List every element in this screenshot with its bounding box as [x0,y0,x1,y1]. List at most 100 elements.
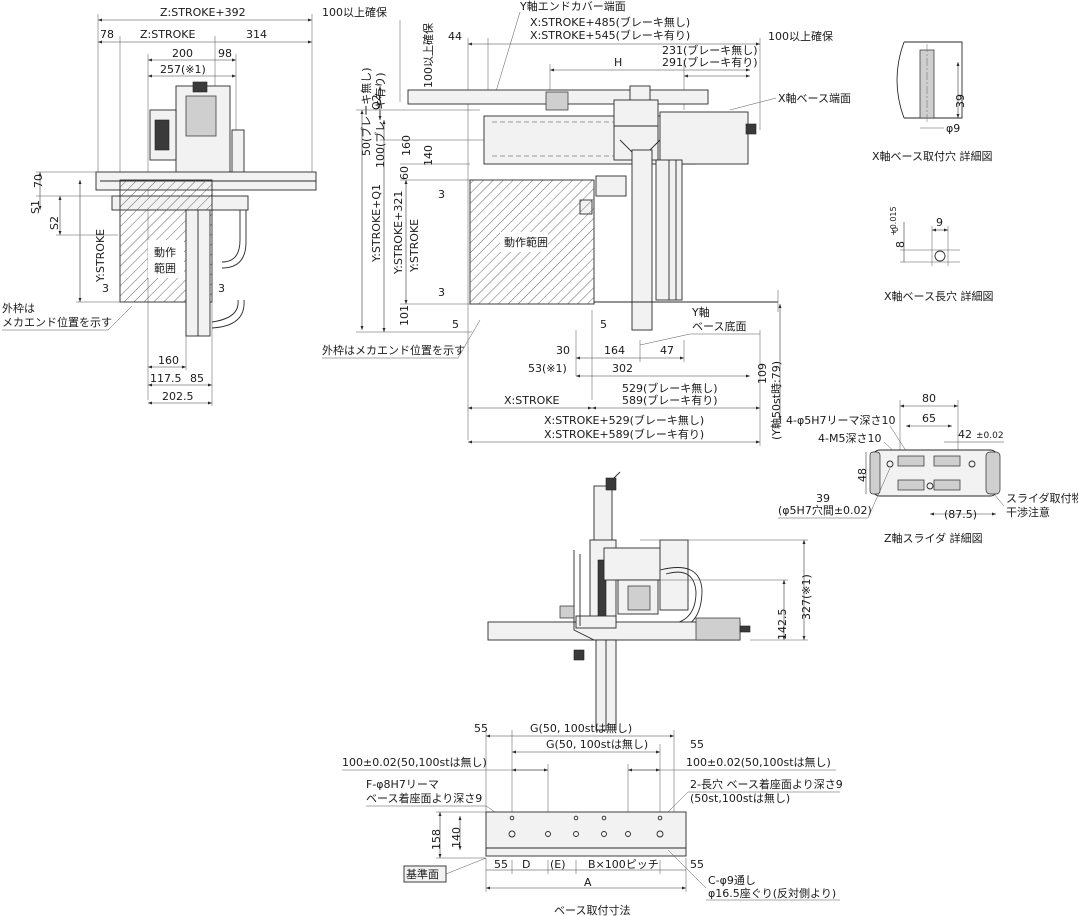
dim-h: H [614,56,622,69]
dim-257: 257(※1) [160,63,206,76]
base-slot-1: 2-長穴 ベース着座面より深さ9 [690,777,843,791]
base-55-a: 55 [474,722,488,735]
dim-30: 30 [556,344,570,357]
base-a: A [584,876,592,889]
detail-slot: +0.015 0 8 9 X軸ベース長穴 詳細図 [884,206,993,303]
sl-note1: スライダ取付物 [1006,491,1078,505]
dim-327: 327(※1) [800,574,813,620]
y-end-cover-label: Y軸エンドカバー端面 [519,0,626,13]
sl-m5: 4-M5深さ10 [818,432,881,445]
sl-39-note: (φ5H7穴間±0.02) [778,503,872,517]
base-plate [485,811,687,857]
dim-140-c: 140 [422,145,435,166]
outer-note-1: 外枠は [2,301,35,315]
dim-231: 231(ブレーキ無し) [662,43,758,57]
sl-65: 65 [922,412,936,425]
base-g1: G(50, 100stは無し) [530,721,632,735]
dim-164: 164 [604,344,625,357]
base-c-2: φ16.5座ぐり(反対側より) [708,886,836,900]
x-589: X:STROKE+589(ブレーキ有り) [544,427,704,441]
range-label-2: 範囲 [154,261,176,275]
sl-reamer: 4-φ5H7リーマ深さ10 [786,414,896,427]
dim-60-c: 60 [398,166,411,180]
slot-9: 9 [936,216,943,229]
sl-87-5: (87.5) [944,508,977,521]
dim-5-left: 5 [452,318,459,331]
dim-q2: Q2 [370,94,383,110]
base-tol-left: 100±0.02(50,100stは無し) [342,755,487,769]
slot-tol: +0.015 [889,206,898,236]
dim-3-a: 3 [438,188,445,201]
dim-3-right: 3 [218,282,225,295]
sl-title: Z軸スライダ 詳細図 [884,531,983,545]
dim-117-5: 117.5 [150,372,182,385]
sl-80: 80 [922,392,936,405]
sl-48: 48 [856,468,869,482]
dim-109: 109 [756,363,769,384]
x-485: X:STROKE+485(ブレーキ無し) [530,15,690,29]
y-base-bottom-2: ベース底面 [692,319,746,333]
outer-note-2: メカエンド位置を示す [2,315,112,329]
base-55-b: 55 [690,738,704,751]
base-55-d: 55 [690,858,704,871]
dim-y-q1: Y:STROKE+Q1 [370,184,383,263]
y-base-bottom-1: Y軸 [691,305,710,319]
slot-tol0: 0 [891,227,900,232]
dim-s1: S1 [29,200,42,214]
range-label-center: 動作範囲 [504,235,548,249]
dim-314: 314 [246,28,267,41]
dim-z-stroke: Z:STROKE [140,28,195,41]
sl-39: 39 [816,492,830,505]
dim-529: 529(ブレーキ無し) [622,381,718,395]
base-view: 55 G(50, 100stは無し) G(50, 100stは無し) 55 10… [342,721,843,916]
top-view-center: Y軸エンドカバー端面 X:STROKE+485(ブレーキ無し) X:STROKE… [322,0,851,446]
dim-78: 78 [100,28,114,41]
side-view-middle: 327(※1) 142.5 [487,471,813,731]
slot-8: 8 [894,241,907,248]
base-reamer-1: F-φ8H7リーマ [366,778,439,791]
base-reamer-2: ベース着座面より深さ9 [366,791,482,805]
dim-109-note: (Y軸50st時:79) [769,361,783,440]
dim-589: 589(ブレーキ有り) [622,393,718,407]
dim-47: 47 [660,344,674,357]
brake-50: 50(ブレーキ無し) [359,67,373,156]
base-c-1: C-φ9通し [708,874,756,887]
side-view-left: Z:STROKE+392 100以上確保 78 Z:STROKE 314 200… [2,5,387,406]
dim-291: 291(ブレーキ有り) [662,55,758,69]
clearance-vertical: 100以上確保 [421,23,435,88]
dim-3-b: 3 [438,286,445,299]
dim-x-stroke: X:STROKE [504,394,559,407]
x-base-end: X軸ベース端面 [778,91,851,105]
dim-z-total: Z:STROKE+392 [160,6,246,19]
dim-101: 101 [398,305,411,326]
base-e: (E) [550,858,566,871]
x-529: X:STROKE+529(ブレーキ無し) [544,413,704,427]
hole-title: X軸ベース取付穴 詳細図 [872,149,992,163]
base-55-c: 55 [494,858,508,871]
dim-5-right: 5 [600,318,607,331]
dim-y-321: Y:STROKE+321 [392,191,405,275]
dim-53: 53(※1) [528,362,567,375]
sl-42: 42 [958,428,972,441]
dim-44: 44 [448,30,462,43]
dim-3-left: 3 [102,282,109,295]
dim-y-stroke: Y:STROKE [94,229,107,283]
detail-slider: 80 65 4-φ5H7リーマ深さ10 4-M5深さ10 42 ±0.02 48… [778,392,1078,545]
dim-200: 200 [172,47,193,60]
range-label-1: 動作 [154,245,176,259]
dim-y-stroke-inner: Y:STROKE [408,219,421,273]
base-title: ベース取付寸法 [554,903,630,916]
dim-70: 70 [32,174,45,188]
dim-142-5: 142.5 [776,609,789,641]
dim-160: 160 [158,354,179,367]
sl-note2: 干渉注意 [1006,505,1050,519]
outer-note-center: 外枠はメカエンド位置を示す [322,343,465,357]
dim-85: 85 [190,372,204,385]
sl-42-tol: ±0.02 [976,431,1004,441]
base-d: D [522,858,530,871]
base-140: 140 [450,827,463,848]
dim-s2: S2 [48,216,61,230]
detail-hole: 39 φ9 X軸ベース取付穴 詳細図 [872,41,992,163]
dim-302: 302 [612,362,633,375]
